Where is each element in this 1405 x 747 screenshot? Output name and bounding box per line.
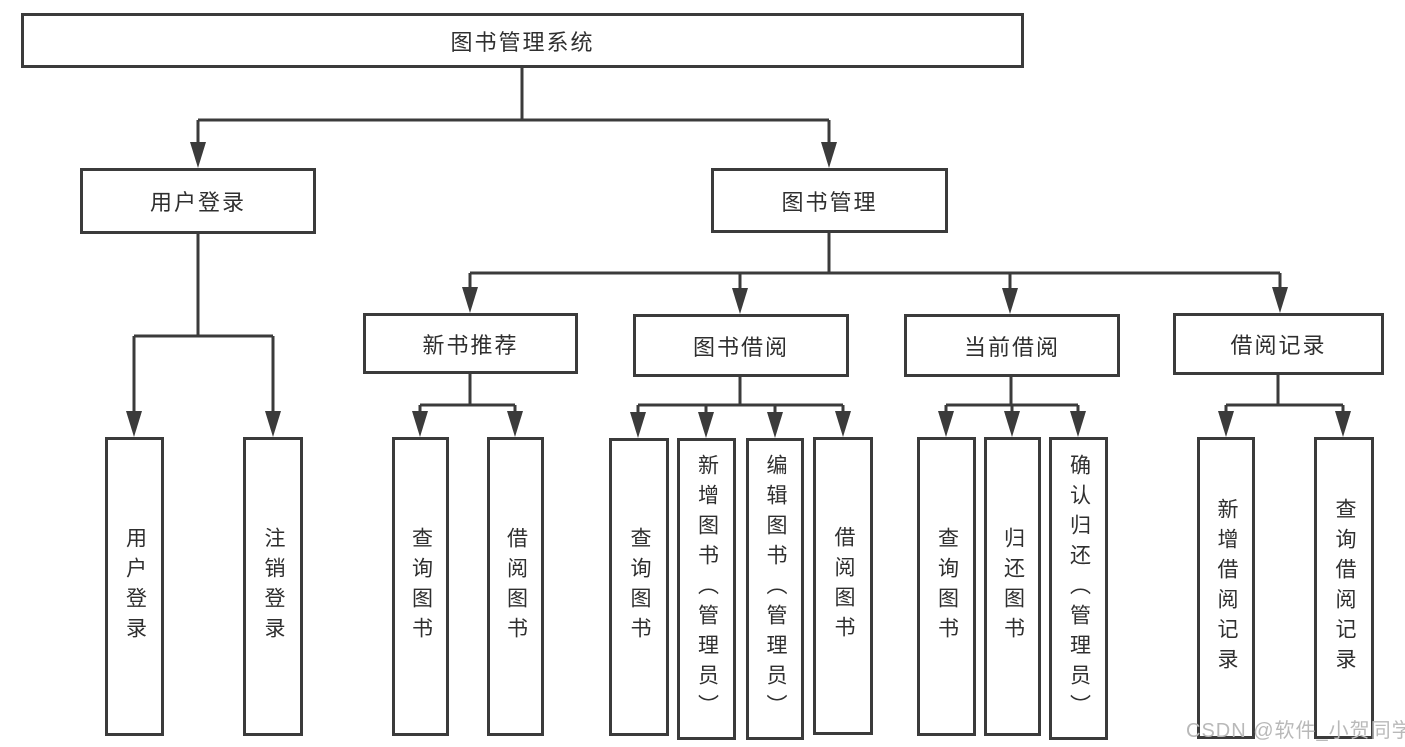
node-borrow-records-label: 借阅记录 <box>1230 333 1327 358</box>
node-root-label: 图书管理系统 <box>450 29 595 55</box>
leaf-add-books-admin-label: 新增图书（管理员） <box>695 454 719 724</box>
leaf-add-books-admin: 新增图书（管理员） <box>677 438 736 740</box>
leaf-query-borrow-record-label: 查询借阅记录 <box>1333 498 1356 678</box>
node-book-management: 图书管理 <box>711 168 948 233</box>
leaf-query-books-recommend: 查询图书 <box>392 437 449 736</box>
leaf-query-books-current: 查询图书 <box>917 437 976 736</box>
leaf-confirm-return-admin-label: 确认归还（管理员） <box>1067 453 1091 724</box>
leaf-user-login: 用户登录 <box>105 437 164 736</box>
node-user-login: 用户登录 <box>80 168 316 234</box>
arrowheads <box>126 142 1351 438</box>
node-book-borrow-label: 图书借阅 <box>692 334 789 360</box>
leaf-return-books: 归还图书 <box>984 437 1041 736</box>
leaf-query-books-borrow: 查询图书 <box>609 438 669 736</box>
leaf-query-borrow-record: 查询借阅记录 <box>1314 437 1374 739</box>
leaf-query-books-borrow-label: 查询图书 <box>628 527 651 647</box>
node-book-management-label: 图书管理 <box>781 189 878 215</box>
node-current-borrow: 当前借阅 <box>904 314 1120 377</box>
node-borrow-records: 借阅记录 <box>1173 313 1384 375</box>
leaf-add-borrow-record-label: 新增借阅记录 <box>1215 498 1238 678</box>
leaf-add-borrow-record: 新增借阅记录 <box>1197 437 1255 739</box>
csdn-watermark: CSDN @软件_小贺同学 <box>1186 720 1405 742</box>
leaf-confirm-return-admin: 确认归还（管理员） <box>1049 437 1108 740</box>
leaf-borrow-books-recommend: 借阅图书 <box>487 437 544 736</box>
leaf-borrow-books: 借阅图书 <box>813 437 873 735</box>
node-new-book-recommend-label: 新书推荐 <box>422 332 519 358</box>
leaf-logout-login: 注销登录 <box>243 437 303 736</box>
leaf-edit-books-admin: 编辑图书（管理员） <box>746 438 804 740</box>
leaf-return-books-label: 归还图书 <box>1001 526 1025 647</box>
leaf-borrow-books-label: 借阅图书 <box>832 526 855 646</box>
node-new-book-recommend: 新书推荐 <box>363 313 578 374</box>
leaf-user-login-label: 用户登录 <box>123 526 147 647</box>
leaf-borrow-books-recommend-label: 借阅图书 <box>504 526 528 647</box>
node-book-borrow: 图书借阅 <box>633 314 849 377</box>
leaf-query-books-current-label: 查询图书 <box>935 526 959 647</box>
leaf-query-books-recommend-label: 查询图书 <box>409 526 433 647</box>
leaf-logout-login-label: 注销登录 <box>262 526 285 647</box>
node-current-borrow-label: 当前借阅 <box>963 334 1060 360</box>
node-root-system: 图书管理系统 <box>21 13 1024 68</box>
leaf-edit-books-admin-label: 编辑图书（管理员） <box>764 454 787 724</box>
node-user-login-label: 用户登录 <box>149 190 246 215</box>
